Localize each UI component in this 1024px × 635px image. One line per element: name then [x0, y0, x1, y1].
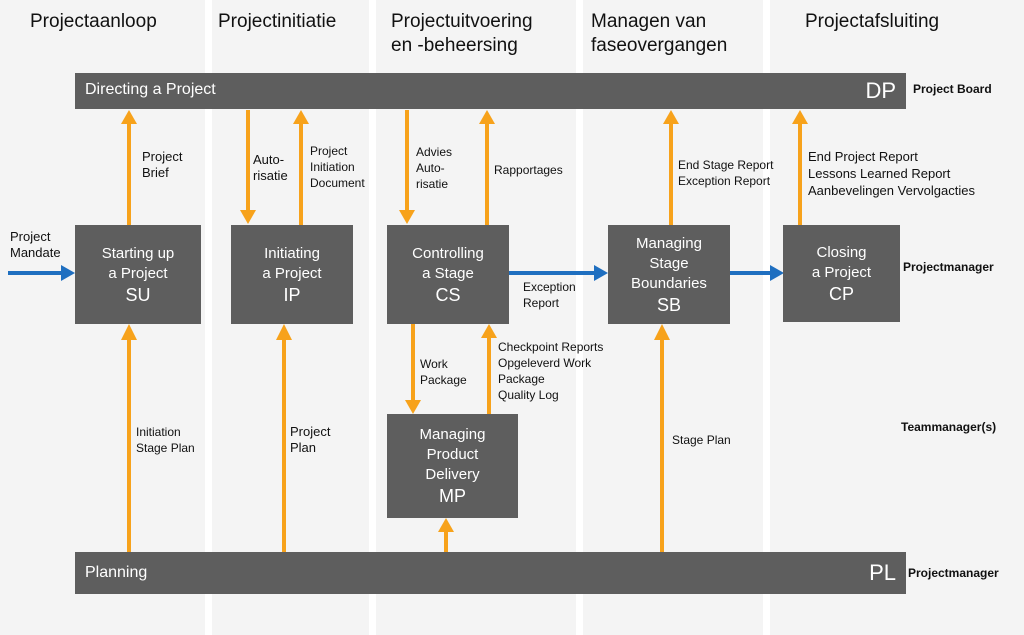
dp-bar-code: DP — [865, 78, 896, 103]
arrow-sb-to-dp — [669, 122, 673, 225]
arrow-pl-to-mp — [444, 532, 448, 552]
arrow-mandate-to-su-head — [61, 265, 75, 281]
arrow-pl-to-sb-head — [654, 324, 670, 340]
process-box-ip: Initiating a Project IP — [231, 225, 353, 324]
arrow-mp-to-cs-head — [481, 324, 497, 338]
arrow-ip-to-dp — [299, 122, 303, 225]
label-end-project-report: End Project Report Lessons Learned Repor… — [808, 149, 975, 198]
phase-projectafsluiting: Projectafsluiting — [805, 11, 940, 32]
arrow-ip-to-dp-head — [293, 110, 309, 124]
label-advies-autorisatie: Advies Auto- risatie — [416, 145, 453, 191]
phase-projectuitvoering: Projectuitvoering en -beheersing — [391, 11, 533, 56]
arrow-su-to-dp — [127, 122, 131, 225]
arrow-pl-to-su — [127, 340, 131, 552]
arrow-cs-to-mp — [411, 324, 415, 402]
process-box-su: Starting up a Project SU — [75, 225, 201, 324]
pl-bar-code: PL — [869, 560, 896, 585]
label-exception-report: Exception Report — [523, 280, 576, 310]
arrow-cs-to-sb — [509, 271, 595, 275]
arrow-cp-to-dp — [798, 122, 802, 225]
label-rapportages: Rapportages — [494, 163, 563, 177]
arrow-pl-to-su-head — [121, 324, 137, 340]
pl-bar-label: Planning — [85, 564, 148, 581]
label-initiation-stage-plan: Initiation Stage Plan — [136, 425, 195, 455]
arrow-mp-to-cs — [487, 338, 491, 414]
arrow-cs-to-mp-head — [405, 400, 421, 414]
arrow-sb-to-cp-head — [770, 265, 784, 281]
process-box-cs: Controlling a Stage CS — [387, 225, 509, 324]
label-project-brief: Project Brief — [142, 149, 183, 180]
arrow-sb-to-dp-head — [663, 110, 679, 124]
label-project-plan: Project Plan — [290, 424, 331, 455]
arrow-dp-to-ip — [246, 110, 250, 212]
role-projectmanager-bottom: Projectmanager — [908, 566, 999, 580]
arrow-cs-to-sb-head — [594, 265, 608, 281]
phase-projectinitiatie: Projectinitiatie — [218, 11, 337, 32]
arrow-pl-to-ip-head — [276, 324, 292, 340]
process-box-mp: Managing Product Delivery MP — [387, 414, 518, 518]
label-autorisatie-ip: Auto- risatie — [253, 152, 288, 183]
label-checkpoint-reports: Checkpoint Reports Opgeleverd Work Packa… — [498, 340, 604, 402]
label-end-stage-report: End Stage Report Exception Report — [678, 158, 774, 188]
arrow-dp-to-cs — [405, 110, 409, 212]
arrow-cs-to-dp-head — [479, 110, 495, 124]
directing-a-project-bar: Directing a Project DP — [75, 73, 906, 109]
role-project-board: Project Board — [913, 82, 992, 96]
arrow-su-to-dp-head — [121, 110, 137, 124]
arrow-dp-to-ip-head — [240, 210, 256, 224]
planning-bar: Planning PL — [75, 552, 906, 594]
arrow-cs-to-dp — [485, 122, 489, 225]
dp-bar-label: Directing a Project — [85, 81, 216, 98]
label-work-package: Work Package — [420, 357, 467, 387]
process-box-sb: Managing Stage Boundaries SB — [608, 225, 730, 324]
arrow-sb-to-cp — [730, 271, 771, 275]
arrow-pl-to-mp-head — [438, 518, 454, 532]
role-teammanagers: Teammanager(s) — [901, 420, 997, 434]
arrow-mandate-to-su — [8, 271, 62, 275]
label-project-mandate: Project Mandate — [10, 229, 61, 260]
label-stage-plan: Stage Plan — [672, 433, 731, 447]
phase-managen-faseovergangen: Managen van faseovergangen — [591, 11, 728, 56]
phase-projectaanloop: Projectaanloop — [30, 11, 157, 32]
arrow-pl-to-sb — [660, 340, 664, 552]
arrow-cp-to-dp-head — [792, 110, 808, 124]
process-box-cp: Closing a Project CP — [783, 225, 900, 322]
label-project-initiation-document: Project Initiation Document — [310, 144, 365, 190]
arrow-dp-to-cs-head — [399, 210, 415, 224]
arrow-pl-to-ip — [282, 340, 286, 552]
role-projectmanager-top: Projectmanager — [903, 260, 994, 274]
